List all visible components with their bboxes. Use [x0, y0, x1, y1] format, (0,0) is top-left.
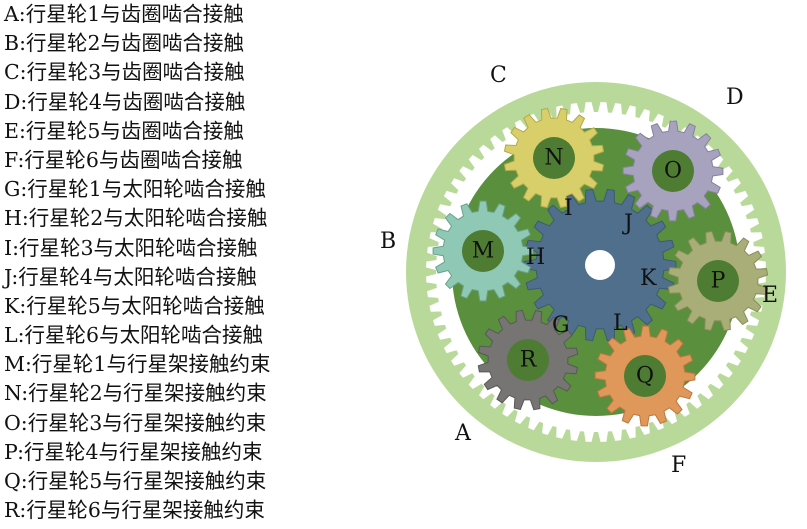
planet-p-hub: [697, 260, 739, 302]
planet-r-label: R: [520, 348, 538, 373]
planet-q: Q: [594, 325, 696, 427]
legend-item-f: F:行星轮6与齿圈啮合接触: [4, 147, 243, 172]
planet-n-hub: [533, 137, 575, 179]
legend-item-b: B:行星轮2与齿圈啮合接触: [4, 31, 245, 56]
planet-q-hub: [624, 355, 666, 397]
planet-n-label: N: [544, 146, 563, 171]
planet-o-hub: [652, 150, 694, 192]
legend-item-q: Q:行星轮5与行星架接触约束: [4, 469, 267, 493]
contact-label-g: G: [552, 313, 570, 338]
legend-list: A:行星轮1与齿圈啮合接触 B:行星轮2与齿圈啮合接触 C:行星轮3与齿圈啮合接…: [4, 0, 364, 525]
contact-label-f: F: [671, 453, 686, 478]
legend-item-l: L:行星轮6与太阳轮啮合接触: [4, 323, 264, 348]
planet-p: P: [667, 230, 769, 332]
sun-gear-bore: [585, 250, 615, 280]
planet-n: N: [503, 107, 605, 209]
legend-item-e: E:行星轮5与齿圈啮合接触: [4, 118, 244, 143]
contact-label-c: C: [490, 63, 507, 88]
planet-p-label: P: [711, 269, 726, 294]
contact-label-i: I: [564, 196, 573, 221]
planetary-gear-diagram: M N O P Q R A B C D E F G H I J K L: [380, 63, 786, 478]
contact-label-d: D: [726, 85, 744, 110]
legend-item-i: I:行星轮3与太阳轮啮合接触: [4, 235, 258, 260]
contact-label-a: A: [454, 421, 472, 446]
planet-q-label: Q: [636, 364, 654, 389]
contact-label-b: B: [380, 229, 396, 254]
planet-o: O: [622, 120, 724, 222]
legend-item-c: C:行星轮3与齿圈啮合接触: [4, 60, 245, 85]
planet-m-hub: [462, 230, 504, 272]
legend-item-d: D:行星轮4与齿圈啮合接触: [4, 89, 246, 114]
planet-r: R: [477, 309, 579, 411]
legend-item-j: J:行星轮4与太阳轮啮合接触: [4, 264, 257, 289]
contact-label-l: L: [613, 311, 628, 336]
planet-m-label: M: [472, 239, 495, 264]
legend-item-g: G:行星轮1与太阳轮啮合接触: [4, 177, 266, 202]
legend-item-n: N:行星轮2与行星架接触约束: [4, 381, 267, 406]
legend-item-a: A:行星轮1与齿圈啮合接触: [4, 2, 244, 26]
planet-r-hub: [507, 339, 549, 381]
planet-o-label: O: [664, 159, 682, 184]
contact-label-e: E: [762, 283, 778, 308]
legend-item-p: P:行星轮4与行星架接触约束: [4, 439, 263, 464]
legend-item-h: H:行星轮2与太阳轮啮合接触: [4, 206, 268, 231]
planet-m: M: [432, 200, 534, 302]
legend-item-o: O:行星轮3与行星架接触约束: [4, 410, 267, 435]
legend-item-m: M:行星轮1与行星架接触约束: [4, 352, 271, 377]
contact-label-h: H: [526, 245, 545, 270]
contact-label-k: K: [640, 266, 657, 291]
legend-item-r: R:行星轮6与行星架接触约束: [4, 498, 265, 523]
contact-label-j: J: [622, 211, 633, 236]
legend-item-k: K:行星轮5与太阳轮啮合接触: [4, 293, 265, 318]
